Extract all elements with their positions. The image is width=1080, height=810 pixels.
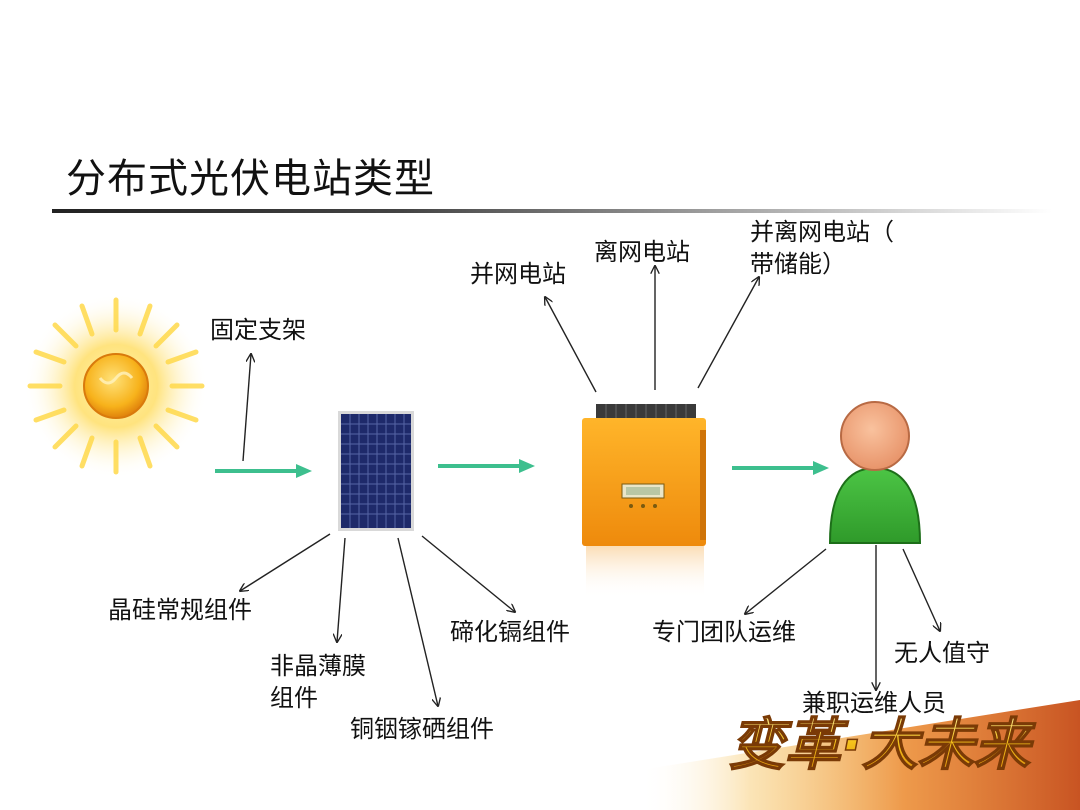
arrow-to-hybrid [697, 277, 759, 389]
arrow-to-dedicated-team [745, 548, 827, 614]
person-icon [828, 401, 922, 544]
flow-arrow-sun-to-panel [215, 464, 312, 478]
sun-icon [24, 294, 208, 478]
label-hybrid-line2: 带储能） [750, 250, 846, 278]
solar-panel-icon [338, 411, 414, 531]
banner-text: 变革·大未来 [729, 713, 1036, 778]
arrow-to-thin-film [337, 537, 346, 642]
arrow-to-crystalline [240, 533, 331, 591]
label-unattended: 无人值守 [894, 639, 990, 667]
flow-arrow-panel-to-inverter [438, 459, 535, 473]
inverter-icon [582, 404, 706, 598]
label-part-time: 兼职运维人员 [802, 689, 946, 717]
label-crystalline: 晶硅常规组件 [108, 596, 252, 624]
label-cigs: 铜铟镓硒组件 [350, 715, 494, 743]
flow-arrow-inverter-to-person [732, 461, 829, 475]
label-dedicated-team: 专门团队运维 [652, 618, 796, 646]
label-grid-tied: 并网电站 [470, 260, 566, 288]
arrow-to-unattended [902, 548, 940, 631]
label-cdte: 碲化镉组件 [450, 618, 570, 646]
label-thin-film-line1: 非晶薄膜 [270, 652, 366, 680]
title-divider [52, 209, 1052, 213]
banner-logo: 变革·大未来 [640, 700, 1080, 810]
label-fixed-mount: 固定支架 [210, 316, 306, 344]
arrow-to-grid-tied [545, 297, 597, 393]
arrow-to-cdte [421, 535, 515, 612]
label-off-grid: 离网电站 [594, 238, 690, 266]
page-title: 分布式光伏电站类型 [66, 156, 435, 202]
label-thin-film-line2: 组件 [270, 684, 318, 712]
arrow-to-cigs [397, 537, 438, 706]
arrow-to-mount [242, 354, 251, 462]
label-hybrid-line1: 并离网电站（ [750, 218, 894, 246]
